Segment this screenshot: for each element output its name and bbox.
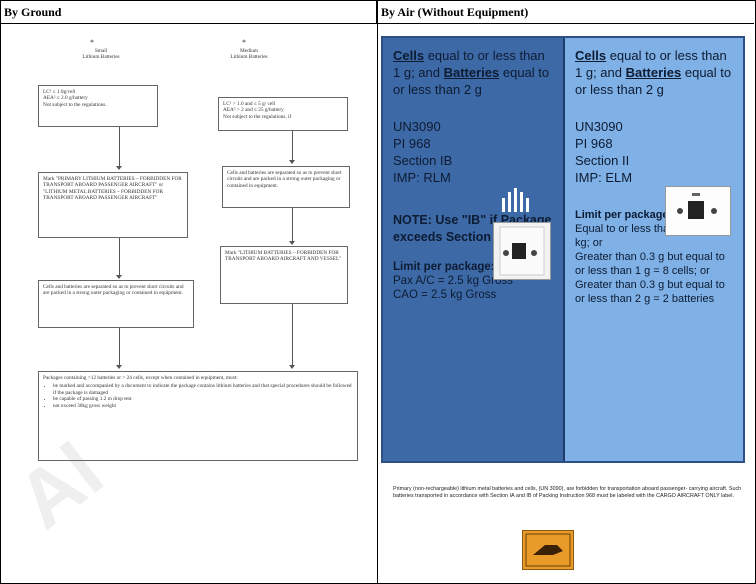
arrow-down-icon [289,160,295,164]
section-ii-column: Cells equal to or less than 1 g; and Bat… [565,38,743,461]
limit-title: Limit per package: [575,209,673,221]
packing-instruction: PI 968 [575,136,613,151]
section-ib-column: Cells equal to or less than 1 g; and Bat… [383,38,565,461]
arrow-down-icon [289,365,295,369]
arrow-down-icon [116,166,122,170]
column-divider [377,0,378,584]
limit-option-2: Greater than 0.3 g but equal to or less … [575,251,725,277]
packages-requirements-box: Packages containing >12 batteries or > 2… [38,371,358,461]
packing-instruction: PI 968 [393,136,431,151]
battery-label-icon [499,226,545,276]
imp-code: IMP: RLM [393,170,451,185]
asterisk-medium: * [242,38,246,47]
small-cells-separated-box: Cells and batteries are separated so as … [38,280,194,328]
limit-option-3: Greater than 0.3 g but equal to or less … [575,279,725,305]
cargo-aircraft-fine-print: Primary (non-rechargeable) lithium metal… [393,486,742,499]
imp-code: IMP: ELM [575,170,633,185]
battery-package-image [493,222,551,280]
lithium-battery-mark-icon [677,193,717,219]
mark-lithium-forbidden-box: Mark "LITHIUM BATTERIES – FORBIDDEN FOR … [220,246,348,304]
asterisk-small: * [90,38,94,47]
medium-battery-limits-box: LC¹ > 1.0 and ≤ 5 g/ cell AEA² > 2 and ≤… [218,97,348,131]
medium-batteries-title: Medium Lithium Batteries [230,48,268,61]
air-transport-panel: Cells equal to or less than 1 g; and Bat… [381,36,745,463]
un-number: UN3090 [575,119,623,134]
list-item: not exceed 30kg gross weight [53,403,353,409]
cells-batteries-text: Cells equal to or less than 1 g; and Bat… [393,48,550,97]
mark-primary-lithium-box: Mark "PRIMARY LITHIUM BATTERIES – FORBID… [38,172,188,238]
section-label: Section IB [393,153,453,168]
limit-cao: CAO = 2.5 kg Gross [393,289,497,301]
cargo-aircraft-only-label-icon [522,530,574,570]
packages-requirements-list: be marked and accompanied by a document … [53,383,353,409]
small-batteries-title: Small Lithium Batteries [82,48,120,61]
packages-intro: Packages containing >12 batteries or > 2… [43,375,238,381]
arrow-down-icon [116,365,122,369]
header-by-ground: By Ground [0,0,377,24]
header-by-air: By Air (Without Equipment) [377,0,754,24]
arrow-down-icon [289,241,295,245]
cells-batteries-text: Cells equal to or less than 1 g; and Bat… [575,48,732,97]
medium-cells-separated-box: Cells and batteries are separated so as … [222,166,350,208]
un-number: UN3090 [393,119,441,134]
section-label: Section II [575,153,630,168]
arrow-down-icon [116,275,122,279]
small-battery-limits-box: LC¹ ≤ 1.0g/cell AEA² ≤ 2.0 g/battery Not… [38,85,158,127]
list-item: be marked and accompanied by a document … [53,383,353,396]
battery-package-image [665,186,731,236]
limit-pax: Pax A/C = 2.5 kg Gross [393,275,513,287]
lithium-hazard-symbol-icon [502,188,529,212]
list-item: be capable of passing 1.2 m drop test [53,396,353,402]
limit-title: Limit per package: [393,261,495,273]
